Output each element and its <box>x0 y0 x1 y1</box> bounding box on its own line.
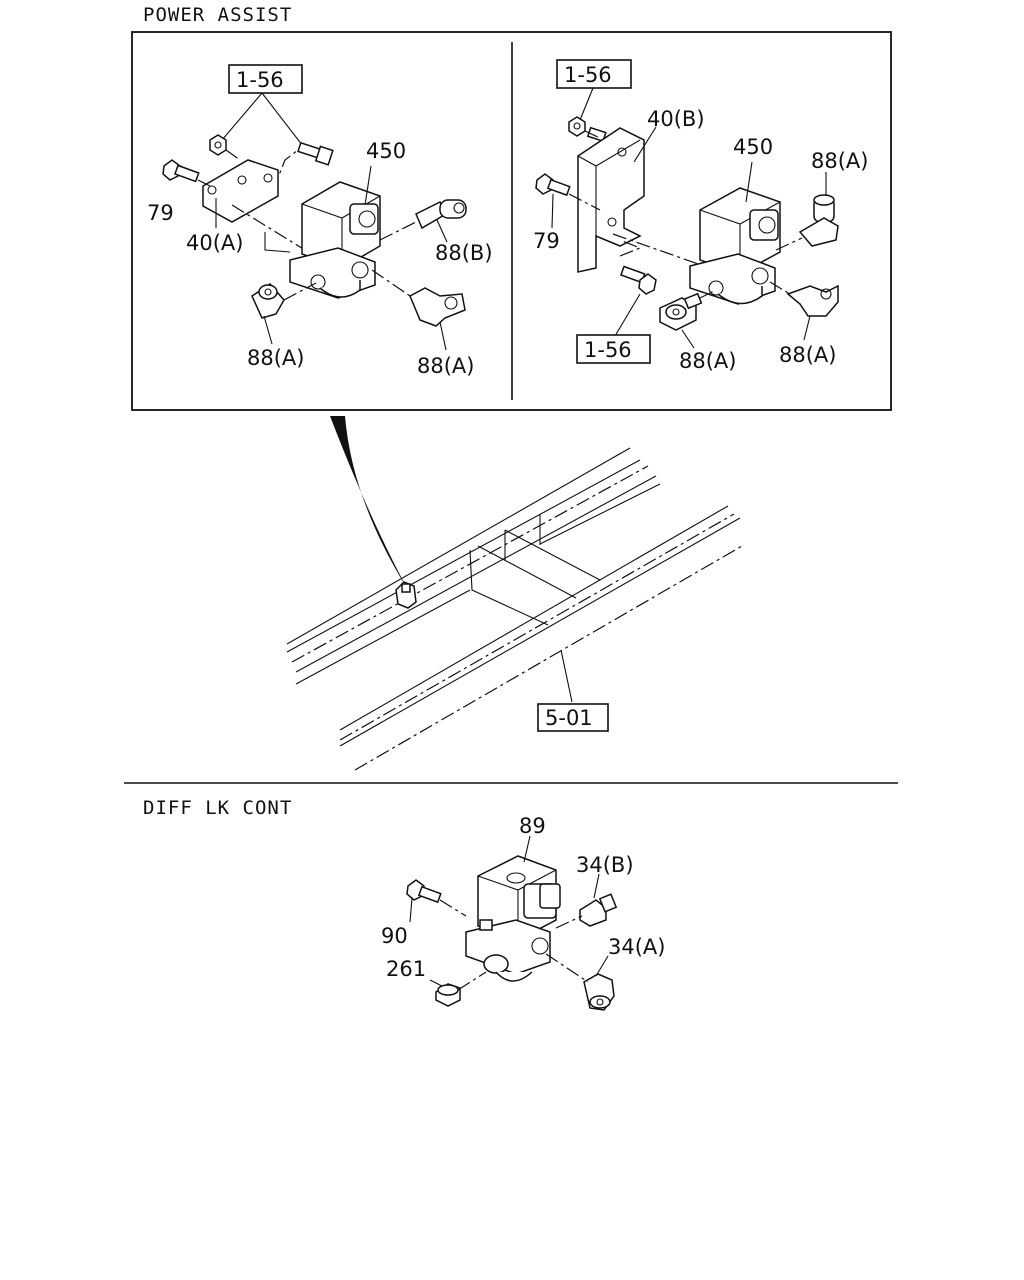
label-79-right: 79 <box>533 229 560 253</box>
svg-text:1-56: 1-56 <box>584 338 632 362</box>
bolt-part-bottom-right <box>619 265 657 295</box>
label-88a-lower-right: 88(A) <box>779 343 836 367</box>
label-450-left: 450 <box>366 139 406 163</box>
fitting-88a-right-left[interactable] <box>409 287 466 327</box>
ref-box-1-56-right-bottom[interactable]: 1-56 <box>576 334 651 364</box>
fitting-88a-lower-right[interactable] <box>786 284 839 317</box>
valve-450-right[interactable] <box>689 187 781 305</box>
ref-box-5-01[interactable]: 5-01 <box>537 703 609 732</box>
label-88a-top-right: 88(A) <box>811 149 868 173</box>
label-34a: 34(A) <box>608 935 665 959</box>
valve-89[interactable] <box>465 855 561 982</box>
fitting-88b[interactable] <box>415 199 467 230</box>
bolt-part-top <box>297 141 334 166</box>
label-79-left: 79 <box>147 201 174 225</box>
leader-curve <box>330 416 408 590</box>
fitting-88a-top-right[interactable] <box>798 194 839 247</box>
fitting-88a-lower-mid[interactable] <box>659 292 703 331</box>
ref-box-1-56-left[interactable]: 1-56 <box>228 64 303 94</box>
plug-261 <box>435 983 461 1007</box>
label-88a-left-left: 88(A) <box>247 346 304 370</box>
label-40b: 40(B) <box>647 107 705 131</box>
section-title-diff-lk-cont: DIFF LK CONT <box>143 797 292 819</box>
label-88a-lower-mid: 88(A) <box>679 349 736 373</box>
valve-450-left[interactable] <box>289 181 381 299</box>
bolt-90 <box>406 879 442 904</box>
diff-section: 89 34(B) 90 261 3 <box>381 814 665 1011</box>
fitting-34b[interactable] <box>579 893 618 927</box>
section-title-power-assist: POWER ASSIST <box>143 4 292 26</box>
label-261: 261 <box>386 957 426 981</box>
chassis-frame: 5-01 <box>286 416 743 771</box>
label-450-right: 450 <box>733 135 773 159</box>
label-40a: 40(A) <box>186 231 243 255</box>
label-34b: 34(B) <box>576 853 634 877</box>
bracket-40b <box>577 127 645 273</box>
fitting-88a-left-left[interactable] <box>251 283 285 319</box>
svg-text:1-56: 1-56 <box>564 63 612 87</box>
bracket-40a <box>202 159 279 223</box>
nut-part-right <box>568 116 586 137</box>
nut-part <box>209 134 227 156</box>
bolt-79-right <box>535 173 571 197</box>
label-88a-right-left: 88(A) <box>417 354 474 378</box>
left-panel: 1-56 79 40(A) <box>147 64 493 378</box>
bolt-79-left <box>162 159 200 183</box>
right-panel: 1-56 40(B) 79 <box>533 59 868 373</box>
mounted-valve[interactable] <box>395 581 417 609</box>
label-88b: 88(B) <box>435 241 493 265</box>
svg-text:1-56: 1-56 <box>236 68 284 92</box>
svg-text:5-01: 5-01 <box>545 706 593 730</box>
label-90: 90 <box>381 924 408 948</box>
label-89: 89 <box>519 814 546 838</box>
power-assist-frame <box>131 31 892 411</box>
ref-box-1-56-right-top[interactable]: 1-56 <box>556 59 632 89</box>
fitting-34a[interactable] <box>583 973 615 1011</box>
